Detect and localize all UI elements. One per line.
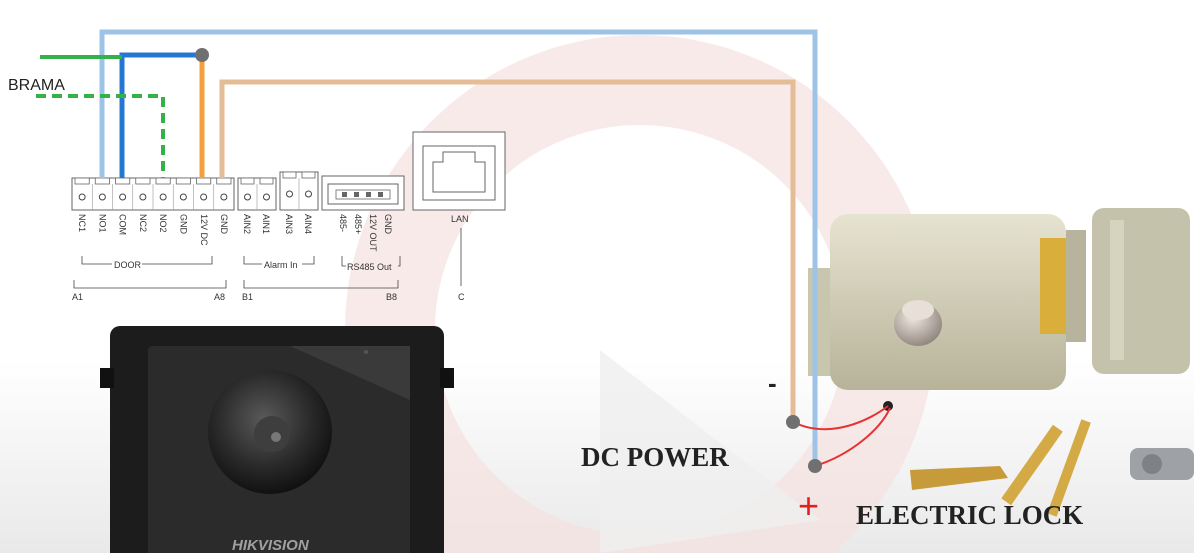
group-lan-label: LAN [451,214,469,224]
pin-label: GND [179,214,189,235]
terminal-hole [286,190,293,198]
range-c: C [458,292,465,302]
pin-label: GND [383,214,393,235]
terminal-hole [159,193,167,201]
wire-nodes [195,48,822,473]
brama-label: BRAMA [8,77,65,94]
range-a1: A1 [72,292,83,302]
range-b1: B1 [242,292,253,302]
wire-light-blue [99,29,818,466]
terminal-hole [119,193,127,201]
terminal-notch [94,177,110,185]
pin-label: 485- [338,214,348,232]
minus-label: - [768,368,777,398]
brand-label: HIKVISION [232,537,310,553]
pin-label: NC2 [138,214,148,232]
wire-green-dashed [36,94,165,178]
intercom-module: HIKVISION [100,326,454,553]
terminal-hole [179,193,187,201]
terminal-notch [301,171,316,179]
wire-tan [219,79,796,422]
terminal-hole [263,193,270,201]
terminal-notch [259,177,274,185]
terminal-hole [200,193,208,201]
terminal-notch [155,177,171,185]
wire-red-2 [814,407,891,467]
terminal-notch [216,177,232,185]
terminal-hole [220,193,228,201]
electric-lock-label: ELECTRIC LOCK [856,500,1083,530]
terminal-hole [78,193,86,201]
terminal-block-b2 [279,171,319,211]
pin-label: AIN2 [242,214,252,234]
group-door-label: DOOR [114,260,142,270]
group-alarm-label: Alarm In [264,260,298,270]
terminal-notch [196,177,212,185]
range-a8: A8 [214,292,225,302]
lan-port [412,131,506,211]
terminal-block-b1 [237,177,277,211]
terminal-block-a [71,177,235,211]
terminal-notch [135,177,151,185]
wires [36,29,891,467]
wire-red-1 [792,405,889,431]
pin-label: GND [219,214,229,235]
dc-power-label: DC POWER [581,442,729,472]
pin-label: COM [118,214,128,235]
pin-label: AIN3 [284,214,294,234]
pin-label: AIN4 [303,214,313,234]
pin-label: 12V OUT [368,214,378,252]
terminal-hole [244,193,251,201]
pin-labels: NC1 NO1 COM NC2 NO2 GND 12V DC GND AIN2 AIN1 AIN3 A… [77,214,393,252]
pin-label: NC1 [77,214,87,232]
terminal-hole [139,193,147,201]
terminal-hole [98,193,106,201]
lock-accessories [910,419,1194,517]
terminal-notch [74,177,90,185]
pin-label: AIN1 [261,214,271,234]
group-rs485-label: RS485 Out [347,262,392,272]
terminal-notch [282,171,297,179]
group-brackets [73,228,462,289]
pin-label: NO2 [158,214,168,233]
terminal-notch [115,177,131,185]
rs485-connector [321,175,405,211]
plus-label: + [798,485,819,526]
terminal-notch [175,177,191,185]
pin-label: 485+ [353,214,363,234]
group-labels: DOOR Alarm In RS485 Out LAN A1 A8 B1 B8 … [72,214,469,302]
range-b8: B8 [386,292,397,302]
terminal-hole [305,190,312,198]
pin-label: NO1 [97,214,107,233]
pin-label: 12V DC [199,214,209,246]
terminal-notch [240,177,255,185]
